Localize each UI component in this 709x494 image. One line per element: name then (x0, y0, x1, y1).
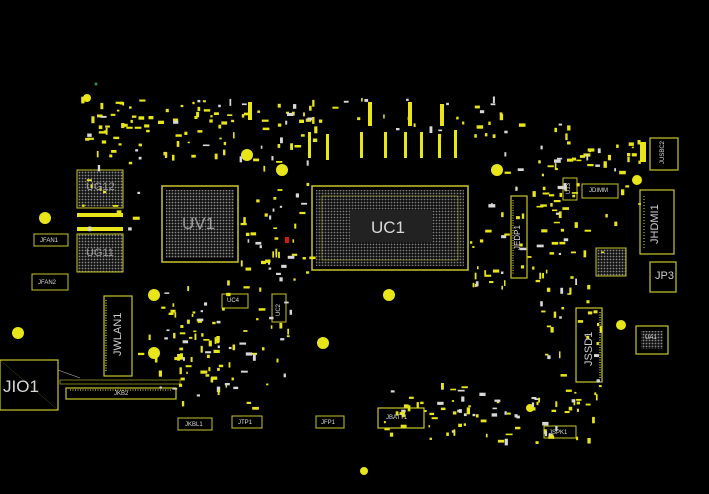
jssd1-connector[interactable] (575, 307, 603, 383)
jio1-connector[interactable] (0, 359, 81, 411)
jp3-connector[interactable] (649, 261, 677, 293)
ua1-chip[interactable] (635, 325, 669, 355)
jusbc2-connector[interactable] (640, 137, 679, 171)
uc1-bga-chip[interactable] (311, 185, 469, 271)
ug11-memory-chip[interactable] (76, 227, 124, 273)
smd-components (81, 96, 641, 446)
jhdmi1-connector[interactable] (639, 189, 675, 255)
jedp1-connector[interactable] (510, 195, 528, 279)
jkb2-connector[interactable] (59, 379, 181, 400)
right-bga-chip[interactable] (595, 247, 627, 277)
jwlan1-connector[interactable] (103, 295, 133, 377)
green-dot-marker (94, 82, 98, 86)
jfp1-connector[interactable] (315, 415, 345, 429)
jbatt1-connector[interactable] (377, 407, 425, 429)
jfan2-connector[interactable] (31, 273, 69, 291)
uv1-bga-chip[interactable] (161, 185, 239, 263)
jkbl1-connector[interactable] (177, 417, 213, 431)
red-marker (285, 237, 289, 243)
uc4-chip[interactable] (221, 293, 249, 309)
uc2-chip[interactable] (271, 293, 287, 323)
jtp1-connector[interactable] (231, 415, 263, 429)
top-vertical-components (248, 102, 457, 160)
jdimm-footprint[interactable] (581, 183, 619, 199)
jfan1-connector[interactable] (33, 233, 69, 247)
